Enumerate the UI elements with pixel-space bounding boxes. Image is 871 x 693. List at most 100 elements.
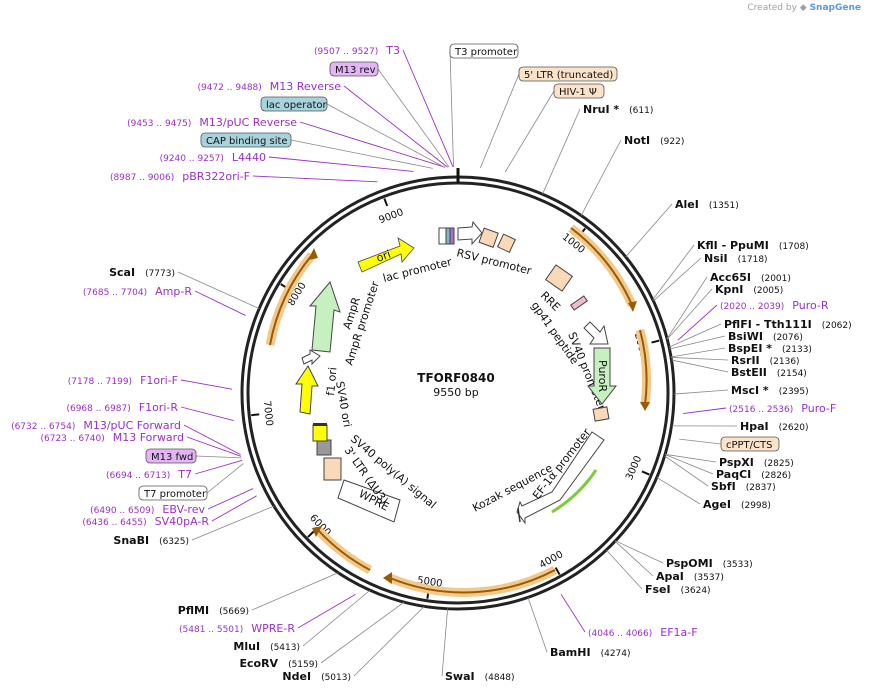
enzyme-site[interactable]: PspXI(2825)	[719, 456, 794, 469]
feature-tag[interactable]: T7 promoter	[138, 485, 208, 501]
primer-site[interactable]: (6436 .. 6455)SV40pA-R	[82, 515, 209, 528]
primer-name: EF1a-F	[660, 626, 697, 639]
feature-tag[interactable]: 5' LTR (truncated)	[518, 66, 618, 82]
enzyme-site[interactable]: PflMI(5669)	[178, 604, 249, 617]
enzyme-position: (6325)	[159, 537, 189, 547]
feature-tag-label: M13 fwd	[151, 452, 193, 463]
enzyme-leader	[302, 589, 371, 647]
enzyme-position: (611)	[629, 106, 653, 116]
enzyme-site[interactable]: KpnI(2005)	[715, 283, 783, 296]
enzyme-position: (3537)	[694, 573, 724, 583]
primer-range: (6490 .. 6509)	[90, 506, 154, 516]
primer-leader	[194, 459, 243, 475]
enzyme-site[interactable]: SnaBI(6325)	[113, 534, 189, 547]
feature-tag-label: T7 promoter	[143, 489, 207, 500]
enzyme-name: Acc65I	[710, 271, 751, 284]
feature-tag[interactable]: T3 promoter	[449, 43, 519, 59]
enzyme-site[interactable]: MluI(5413)	[233, 640, 300, 653]
hiv-psi-box	[496, 233, 516, 253]
feature-tag[interactable]: CAP binding site	[200, 132, 292, 148]
primer-site[interactable]: (7685 .. 7704)Amp-R	[83, 285, 192, 298]
enzyme-site[interactable]: BsiWI(2076)	[728, 330, 803, 343]
enzyme-site[interactable]: MscI *(2395)	[731, 384, 809, 397]
primer-site[interactable]: (9453 .. 9475)M13/pUC Reverse	[127, 116, 297, 129]
ef1a-green	[551, 469, 598, 514]
enzyme-name: KflI - PpuMI	[697, 239, 769, 252]
enzyme-position: (2825)	[764, 459, 794, 469]
primer-range: (6694 .. 6713)	[106, 471, 170, 481]
enzyme-site[interactable]: SbfI(2837)	[711, 480, 776, 493]
primer-site[interactable]: (2516 .. 2536)Puro-F	[729, 402, 836, 415]
enzyme-site[interactable]: FseI(3624)	[645, 583, 711, 596]
enzyme-site[interactable]: Acc65I(2001)	[710, 271, 791, 284]
primer-site[interactable]: (6732 .. 6754)M13/pUC Forward	[11, 419, 181, 432]
enzyme-position: (2136)	[770, 357, 800, 367]
credit-brand: SnapGene	[809, 3, 861, 13]
enzyme-site[interactable]: NotI(922)	[624, 134, 684, 147]
primer-name: WPRE-R	[251, 622, 295, 635]
enzyme-name: ApaI	[656, 570, 684, 583]
enzyme-site[interactable]: BstEII(2154)	[731, 366, 807, 379]
feature-tag-box	[553, 83, 605, 99]
primer-site[interactable]: (6490 .. 6509)EBV-rev	[90, 503, 205, 516]
primer-range: (9507 .. 9527)	[314, 47, 378, 57]
enzyme-position: (5159)	[288, 660, 318, 670]
primer-site[interactable]: (6694 .. 6713)T7	[106, 468, 192, 481]
enzyme-site[interactable]: PspOMI(3533)	[666, 557, 753, 570]
enzyme-site[interactable]: ApaI (3537)	[656, 570, 724, 583]
enzyme-site[interactable]: RsrII (2136)	[731, 354, 800, 367]
feature-tag[interactable]: M13 fwd	[145, 448, 197, 464]
feature-tag[interactable]: lac operator	[260, 96, 327, 112]
primer-site[interactable]: (2020 .. 2039)Puro-R	[720, 299, 829, 312]
feature-tag-box	[145, 448, 197, 464]
enzyme-name: NdeI	[282, 670, 311, 683]
primer-site[interactable]: (4046 .. 4066)EF1a-F	[588, 626, 698, 639]
primer-site[interactable]: (9507 .. 9527)T3	[314, 44, 400, 57]
enzyme-site[interactable]: ScaI(7773)	[109, 266, 175, 279]
enzyme-site[interactable]: BamHI(4274)	[550, 646, 631, 659]
snapgene-credit: Created by ◆ SnapGene	[747, 3, 861, 13]
enzyme-site[interactable]: KflI - PpuMI(1708)	[697, 239, 809, 252]
enzyme-position: (2133)	[782, 345, 812, 355]
primer-site[interactable]: (6723 .. 6740)M13 Forward	[40, 431, 184, 444]
primer-site[interactable]: (5481 .. 5501)WPRE-R	[179, 622, 295, 635]
feature-tag-box	[720, 436, 780, 452]
tick-mark	[251, 413, 260, 417]
wpre-arrow	[337, 479, 401, 523]
enzyme-name: NruI *	[583, 103, 619, 116]
enzyme-site[interactable]: EcoRV(5159)	[239, 657, 318, 670]
enzyme-position: (922)	[660, 137, 684, 147]
enzyme-leader	[542, 108, 581, 195]
arc-wpre-line	[317, 529, 371, 571]
primer-name: F1ori-R	[139, 401, 179, 414]
feature-tag-box	[138, 485, 208, 501]
primer-site[interactable]: (7178 .. 7199)F1ori-F	[68, 374, 178, 387]
gp41-box	[570, 295, 588, 311]
primer-leader	[299, 121, 446, 168]
feature-tag[interactable]: cPPT/CTS	[720, 436, 780, 452]
primer-site[interactable]: (6968 .. 6987)F1ori-R	[66, 401, 178, 414]
enzyme-site[interactable]: SwaI(4848)	[445, 670, 515, 683]
enzyme-site[interactable]: PaqCI(2826)	[716, 468, 791, 481]
enzyme-site[interactable]: PflFI - Tth111I(2062)	[724, 318, 852, 331]
feature-tag[interactable]: M13 rev	[329, 61, 379, 77]
enzyme-name: RsrII	[731, 354, 760, 367]
enzyme-site[interactable]: NsiI(1718)	[704, 252, 768, 265]
primer-site[interactable]: (9240 .. 9257)L4440	[160, 151, 266, 164]
feature-tag[interactable]: HIV-1 Ψ	[553, 83, 605, 99]
primer-name: M13/pUC Forward	[83, 419, 181, 432]
primer-site[interactable]: (9472 .. 9488)M13 Reverse	[198, 80, 342, 93]
enzyme-site[interactable]: AleI(1351)	[675, 198, 739, 211]
enzyme-site[interactable]: AgeI(2998)	[703, 498, 771, 511]
enzyme-leader	[653, 257, 702, 302]
enzyme-name: SbfI	[711, 480, 736, 493]
enzyme-site[interactable]: NdeI(5013)	[282, 670, 351, 683]
enzyme-site[interactable]: BspEI *(2133)	[728, 342, 812, 355]
primer-site[interactable]: (8987 .. 9006)pBR322ori-F	[110, 170, 250, 183]
enzyme-site[interactable]: NruI * (611)	[583, 103, 653, 116]
enzyme-position: (2620)	[779, 423, 809, 433]
feature-tag-label: lac operator	[266, 100, 327, 111]
box-leader	[290, 139, 433, 169]
enzyme-site[interactable]: HpaI(2620)	[740, 420, 809, 433]
